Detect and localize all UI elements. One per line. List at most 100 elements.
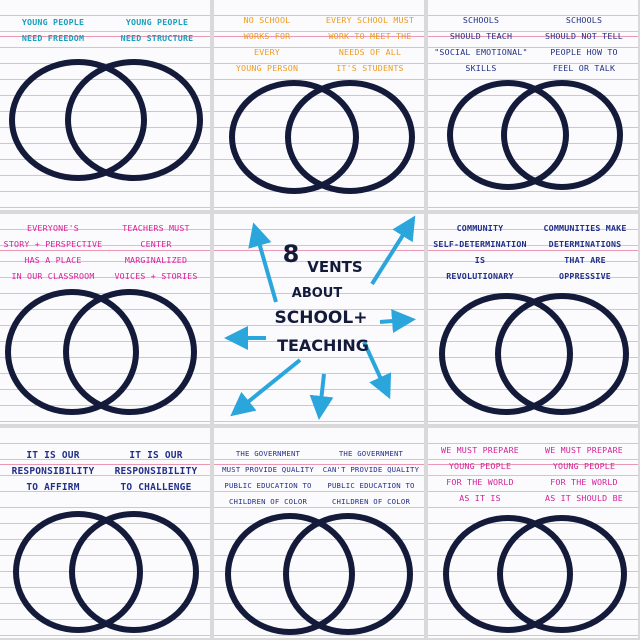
text-line: COMMUNITY bbox=[456, 223, 504, 233]
text-line: PEOPLE HOW TO bbox=[550, 47, 618, 57]
text-line: IT IS OUR bbox=[129, 450, 183, 461]
center-title-line-3: SCHOOL+ bbox=[274, 308, 368, 328]
text-line: FOR THE WORLD bbox=[446, 477, 514, 487]
center-title-line-2: ABOUT bbox=[291, 286, 343, 301]
venn-card-prepare-world: WE MUST PREPARE YOUNG PEOPLE FOR THE WOR… bbox=[428, 428, 638, 638]
text-line: DETERMINATIONS bbox=[548, 239, 622, 249]
card-left-text: IT IS OUR RESPONSIBILITY TO AFFIRM bbox=[4, 448, 102, 496]
arrow-down bbox=[309, 373, 334, 420]
venn-diagram bbox=[447, 80, 623, 190]
text-line: WE MUST PREPARE bbox=[441, 445, 519, 455]
text-line: REVOLUTIONARY bbox=[446, 271, 514, 281]
venn-left-circle bbox=[443, 515, 573, 633]
venn-left-circle bbox=[447, 80, 569, 190]
text-line: YOUNG PEOPLE bbox=[125, 17, 189, 27]
venn-card-social-emotional: SCHOOLS SHOULD TEACH "SOCIAL EMOTIONAL" … bbox=[428, 0, 638, 210]
text-line: OPPRESSIVE bbox=[559, 271, 611, 281]
text-line: IT IS OUR bbox=[26, 450, 80, 461]
text-line: EVERY bbox=[254, 47, 280, 57]
venn-card-freedom-structure: YOUNG PEOPLE NEED FREEDOM YOUNG PEOPLE N… bbox=[0, 0, 210, 210]
text-line: SELF-DETERMINATION bbox=[433, 239, 527, 249]
venn-right-circle bbox=[65, 59, 203, 181]
venn-card-responsibility: IT IS OUR RESPONSIBILITY TO AFFIRM IT IS… bbox=[0, 428, 210, 638]
text-line: SCHOOLS bbox=[565, 15, 603, 25]
text-line: PUBLIC EDUCATION TO bbox=[224, 481, 312, 490]
text-line: YOUNG PEOPLE bbox=[448, 461, 512, 471]
text-line: THAT ARE bbox=[564, 255, 606, 265]
card-right-text: TEACHERS MUST CENTER MARGINALIZED VOICES… bbox=[106, 220, 206, 284]
text-line: TEACHERS MUST bbox=[122, 223, 190, 233]
text-line: RESPONSIBILITY bbox=[11, 466, 95, 477]
text-line: TO CHALLENGE bbox=[120, 482, 192, 493]
venn-card-community: COMMUNITY SELF-DETERMINATION IS REVOLUTI… bbox=[428, 214, 638, 424]
card-right-text: IT IS OUR RESPONSIBILITY TO CHALLENGE bbox=[106, 448, 206, 496]
text-line: SHOULD TEACH bbox=[449, 31, 513, 41]
venn-diagram bbox=[13, 511, 199, 633]
text-line: YOUNG PERSON bbox=[235, 63, 299, 73]
card-left-text: SCHOOLS SHOULD TEACH "SOCIAL EMOTIONAL" … bbox=[432, 12, 530, 76]
venn-left-circle bbox=[13, 511, 143, 633]
card-left-text: COMMUNITY SELF-DETERMINATION IS REVOLUTI… bbox=[430, 220, 530, 284]
text-line: CHILDREN OF COLOR bbox=[331, 497, 411, 506]
venn-card-government: THE GOVERNMENT MUST PROVIDE QUALITY PUBL… bbox=[214, 428, 424, 638]
text-line: SCHOOLS bbox=[462, 15, 500, 25]
venn-diagram bbox=[443, 515, 627, 633]
text-line: VOICES + STORIES bbox=[114, 271, 198, 281]
center-number: 8 bbox=[282, 240, 300, 268]
text-line: IT'S STUDENTS bbox=[336, 63, 404, 73]
arrow-up-left bbox=[248, 222, 278, 303]
venn-left-circle bbox=[439, 293, 573, 415]
venn-left-circle bbox=[229, 80, 359, 194]
venn-diagram bbox=[229, 80, 415, 194]
arrow-burst bbox=[224, 215, 416, 420]
text-line: TO AFFIRM bbox=[26, 482, 80, 493]
venn-diagram bbox=[9, 59, 203, 181]
text-line: EVERYONE'S bbox=[27, 223, 79, 233]
text-line: COMMUNITIES MAKE bbox=[543, 223, 627, 233]
card-left-text: NO SCHOOL WORKS FOR EVERY YOUNG PERSON bbox=[218, 12, 316, 76]
text-line: AS IT SHOULD BE bbox=[545, 493, 623, 503]
center-title-card: 8 VENTS ABOUT SCHOOL+ TEACHING bbox=[214, 214, 424, 424]
text-line: IS bbox=[474, 255, 486, 265]
text-line: WE MUST PREPARE bbox=[545, 445, 623, 455]
text-line: NO SCHOOL bbox=[243, 15, 291, 25]
text-line: STORY + PERSPECTIVE bbox=[3, 239, 103, 249]
card-left-text: WE MUST PREPARE YOUNG PEOPLE FOR THE WOR… bbox=[430, 442, 530, 506]
venn-card-classroom-stories: EVERYONE'S STORY + PERSPECTIVE HAS A PLA… bbox=[0, 214, 210, 424]
arrow-right bbox=[379, 309, 416, 334]
venn-right-circle bbox=[283, 513, 413, 635]
text-line: MARGINALIZED bbox=[124, 255, 188, 265]
text-line: HAS A PLACE bbox=[24, 255, 82, 265]
card-left-text: EVERYONE'S STORY + PERSPECTIVE HAS A PLA… bbox=[2, 220, 104, 284]
venn-left-circle bbox=[5, 289, 139, 415]
arrow-up-right bbox=[370, 215, 416, 286]
text-line: NEED FREEDOM bbox=[21, 33, 85, 43]
arrow-down-right bbox=[362, 341, 392, 400]
text-line: MUST PROVIDE QUALITY bbox=[222, 465, 314, 474]
card-right-text: WE MUST PREPARE YOUNG PEOPLE FOR THE WOR… bbox=[532, 442, 636, 506]
venn-right-circle bbox=[501, 80, 623, 190]
venn-right-circle bbox=[497, 515, 627, 633]
venn-right-circle bbox=[63, 289, 197, 415]
center-title-line-4: TEACHING bbox=[277, 336, 369, 355]
text-line: YOUNG PEOPLE bbox=[21, 17, 85, 27]
venn-diagram bbox=[439, 293, 629, 415]
text-line: CHILDREN OF COLOR bbox=[228, 497, 308, 506]
text-line: THE GOVERNMENT bbox=[338, 449, 404, 458]
text-line: IN OUR CLASSROOM bbox=[11, 271, 95, 281]
card-right-text: EVERY SCHOOL MUST WORK TO MEET THE NEEDS… bbox=[318, 12, 422, 76]
text-line: AS IT IS bbox=[459, 493, 501, 503]
card-right-text: YOUNG PEOPLE NEED STRUCTURE bbox=[108, 14, 206, 46]
text-line: FEEL OR TALK bbox=[552, 63, 616, 73]
venn-diagram bbox=[5, 289, 197, 415]
venn-right-circle bbox=[285, 80, 415, 194]
text-line: YOUNG PEOPLE bbox=[552, 461, 616, 471]
text-line: WORK TO MEET THE bbox=[328, 31, 412, 41]
text-line: WORKS FOR bbox=[243, 31, 291, 41]
text-line: RESPONSIBILITY bbox=[114, 466, 198, 477]
text-line: FOR THE WORLD bbox=[550, 477, 618, 487]
text-line: CENTER bbox=[140, 239, 172, 249]
text-line: CAN'T PROVIDE QUALITY bbox=[322, 465, 420, 474]
center-title-line-1: VENTS bbox=[307, 258, 363, 276]
